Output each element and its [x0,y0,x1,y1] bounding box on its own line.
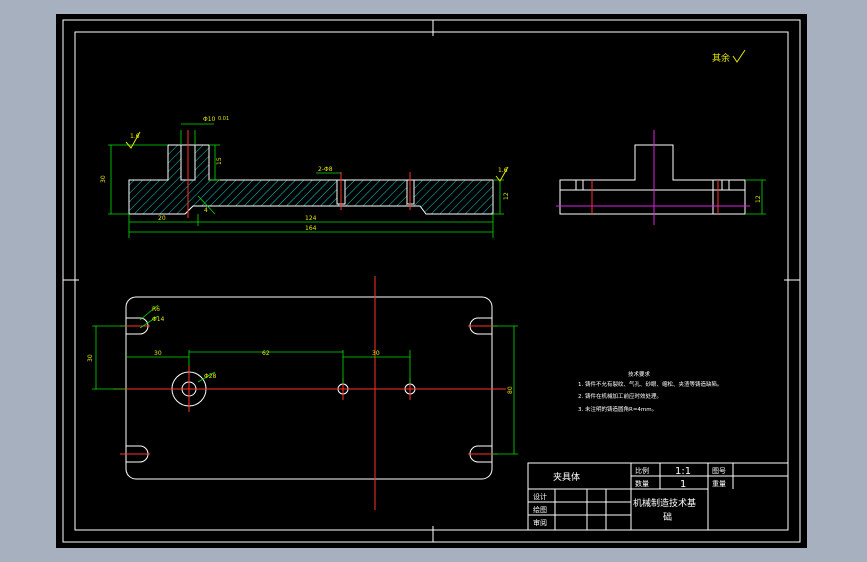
drawing-label: 1:1 [675,466,691,477]
drawing-label: 1 [680,479,686,490]
drawing-label: 2. 铸件在机械加工前应时效处理。 [578,392,662,400]
drawing-label: 数量 [635,479,649,488]
drawing-label: 30 [100,175,107,183]
drawing-label: 30 [372,350,380,357]
title-block: 夹具体 比例 1:1 图号 数量 1 重量 设计 绘图 审阅 机械制造技术基 础 [527,462,789,531]
drawing-label: 20 [158,215,166,222]
drawing-label: 4 [204,207,208,214]
drawing-label: R6 [152,306,160,313]
part-name: 夹具体 [553,471,580,483]
outer-border [62,19,801,543]
side-view: 12 [556,130,766,225]
drawing-label: 15 [216,157,223,165]
drawing-label: 30 [87,354,94,362]
tech-requirements: 技术要求 1. 铸件不允有裂纹、气孔、砂眼、缩松、夹渣等铸造缺陷。 2. 铸件在… [578,370,723,413]
sheet-background [56,14,807,548]
drawing-label: 30 [154,350,162,357]
drawing-label: 2-Φ8 [318,166,333,173]
drawing-label: Φ10 [203,116,216,123]
centering-marks [63,20,800,542]
surface-note: 其余 [712,49,746,64]
drawing-label: 其余 [712,52,730,64]
drawing-label: 审阅 [533,518,547,527]
drawing-label: 绘图 [533,505,547,514]
plan-outline [125,296,493,480]
drawing-label: 重量 [712,480,726,488]
drawing-label: Φ14 [152,316,165,323]
drawing-label: 124 [305,215,317,222]
drawing-label: 础 [663,511,672,523]
drawing-label: 12 [755,195,762,203]
drawing-label: 比例 [635,466,649,475]
drawing-label: 1.6 [498,167,508,174]
drawing-label: 1. 铸件不允有裂纹、气孔、砂眼、缩松、夹渣等铸造缺陷。 [578,380,723,388]
drawing-label: 62 [262,350,270,357]
inner-border [74,31,789,531]
side-body [559,144,746,215]
drawing-label: 80 [507,386,514,394]
drawing-label: 164 [305,225,317,232]
drawing-label: 12 [503,192,510,200]
drawing-label: Φ28 [204,373,217,380]
drawing-label: 1.6 [130,133,140,140]
drawing-label: 图号 [712,467,726,475]
drawing-label: 0.01 [218,116,229,122]
drawing-label: 设计 [533,492,547,501]
plan-view: R6 Φ14 30 30 62 30 Φ28 80 [87,276,518,510]
drawing-label: 3. 未注明的铸造圆角R=4mm。 [578,405,657,413]
drawing-label: 技术要求 [628,370,651,378]
front-view: 1.6 1.6 0.01 Φ10 30 15 2-Φ8 20 124 164 1… [100,116,510,238]
drawing-label: 机械制造技术基 [633,497,696,509]
